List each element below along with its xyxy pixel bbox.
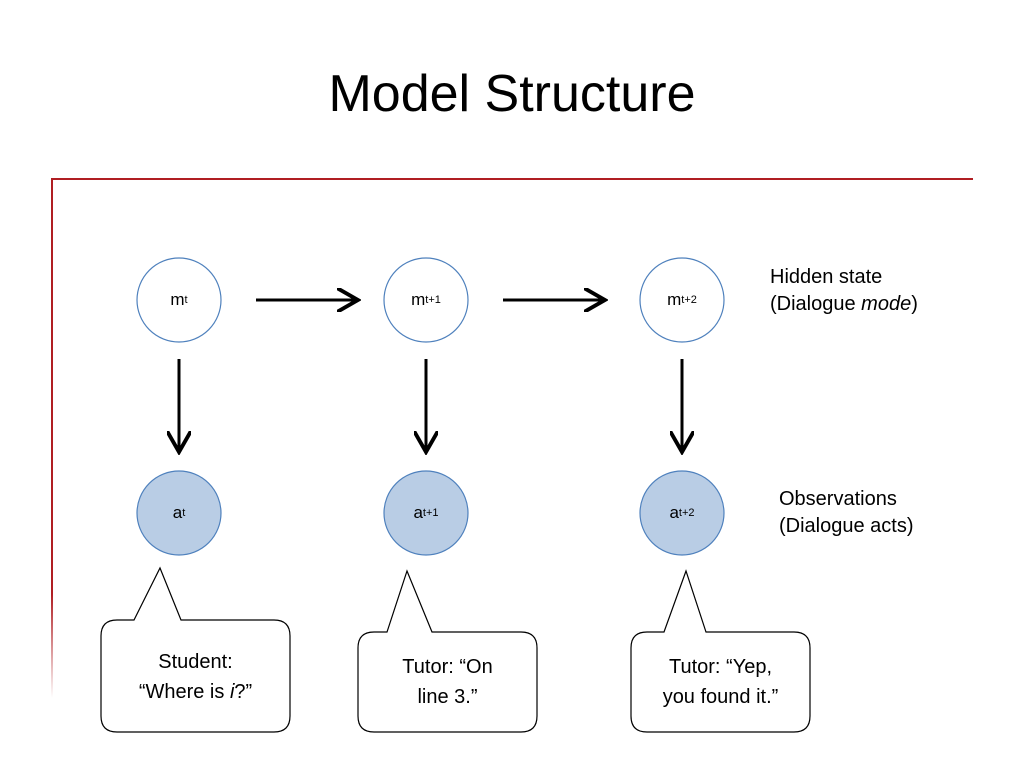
slide-title: Model Structure [328, 65, 696, 123]
speech-bubble-1 [100, 566, 291, 733]
observed-node-t1 [383, 470, 469, 556]
frame-left-line [51, 178, 53, 698]
speech-bubble-text-1: Student: “Where is i?” [138, 651, 253, 703]
speech-bubble-text-3: Tutor: “Yep, you found it.” [662, 656, 779, 708]
frame-top-line [51, 178, 973, 180]
speech-bubble-3 [630, 569, 811, 733]
hidden-node-t2 [639, 257, 725, 343]
hidden-state-label: Hidden state (Dialogue mode) [770, 266, 918, 315]
hidden-node-t [136, 257, 222, 343]
speech-bubble-2 [357, 569, 538, 733]
hidden-node-t1 [383, 257, 469, 343]
observed-node-t [136, 470, 222, 556]
speech-bubble-text-2: Tutor: “On line 3.” [402, 656, 493, 708]
observations-label: Observations (Dialogue acts) [779, 488, 914, 537]
observed-node-t2 [639, 470, 725, 556]
